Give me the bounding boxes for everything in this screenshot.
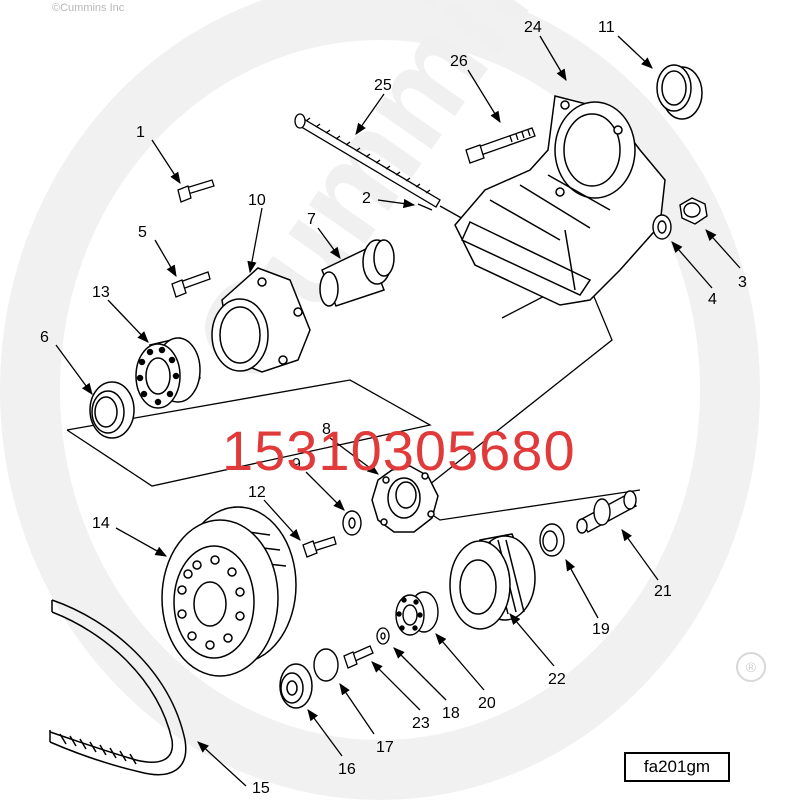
- callout-24: 24: [524, 19, 542, 36]
- callout-4: 4: [708, 291, 717, 308]
- callout-15: 15: [252, 780, 270, 797]
- callout-3: 3: [738, 274, 747, 291]
- figure-code-box: fa201gm: [624, 752, 730, 782]
- part-10-housing: [211, 267, 311, 373]
- part-7-sleeve: [319, 239, 395, 307]
- watermark: Cummins: [0, 0, 760, 800]
- copyright-notice: ©Cummins Inc: [52, 2, 125, 14]
- callout-23: 23: [412, 715, 430, 732]
- callout-12: 12: [248, 484, 266, 501]
- part-15-belt: [49, 599, 187, 776]
- part-18-washer: [376, 627, 390, 645]
- part-4-washer: [652, 214, 672, 240]
- part-20-bearing: [395, 591, 439, 636]
- part-19-seal: [539, 523, 565, 557]
- part-25-stud: [294, 113, 466, 221]
- part-17-oring: [313, 648, 339, 682]
- callout-26: 26: [450, 53, 468, 70]
- callout-9: 9: [292, 456, 301, 473]
- callout-19: 19: [592, 621, 610, 638]
- part-23-bolt: [343, 645, 374, 669]
- registered-mark: ®: [736, 652, 766, 682]
- callout-8: 8: [322, 421, 331, 438]
- part-3-nut: [679, 197, 708, 225]
- callout-17: 17: [376, 739, 394, 756]
- callout-20: 20: [478, 695, 496, 712]
- callout-11: 11: [598, 19, 615, 36]
- part-11-cap: [656, 64, 703, 120]
- callout-18: 18: [442, 705, 460, 722]
- part-2-pin: [417, 203, 433, 211]
- leader-lines: [55, 35, 741, 787]
- part-1-bolt: [177, 179, 215, 203]
- callout-2: 2: [362, 190, 371, 207]
- callout-7: 7: [307, 211, 316, 228]
- callout-22: 22: [548, 671, 566, 688]
- part-24-bracket: [454, 95, 666, 306]
- callout-10: 10: [248, 192, 266, 209]
- callout-5: 5: [138, 224, 147, 241]
- callout-21: 21: [654, 583, 672, 600]
- phone-number-overlay: 15310305680: [222, 419, 576, 482]
- part-8-flange: [371, 465, 439, 533]
- part-22-pulley: [449, 533, 536, 630]
- callout-numbers: 1 2 3 4 5 6 7 8 9 10 11 12 13 14 15 16 1…: [40, 19, 747, 797]
- part-14-damper: [161, 506, 297, 677]
- callout-1: 1: [136, 124, 145, 141]
- part-21-shaft: [576, 490, 638, 534]
- callout-14: 14: [92, 515, 110, 532]
- part-9-washer: [342, 510, 362, 536]
- callout-6: 6: [40, 329, 49, 346]
- callout-25: 25: [374, 77, 392, 94]
- part-26-bolt: [465, 127, 536, 164]
- part-6-seal: [89, 381, 135, 439]
- part-5-bolt: [171, 271, 211, 298]
- callout-16: 16: [338, 761, 356, 778]
- callout-13: 13: [92, 284, 110, 301]
- part-13-bearing: [135, 337, 201, 409]
- part-12-bolt: [302, 536, 337, 558]
- part-16-cap: [279, 663, 313, 709]
